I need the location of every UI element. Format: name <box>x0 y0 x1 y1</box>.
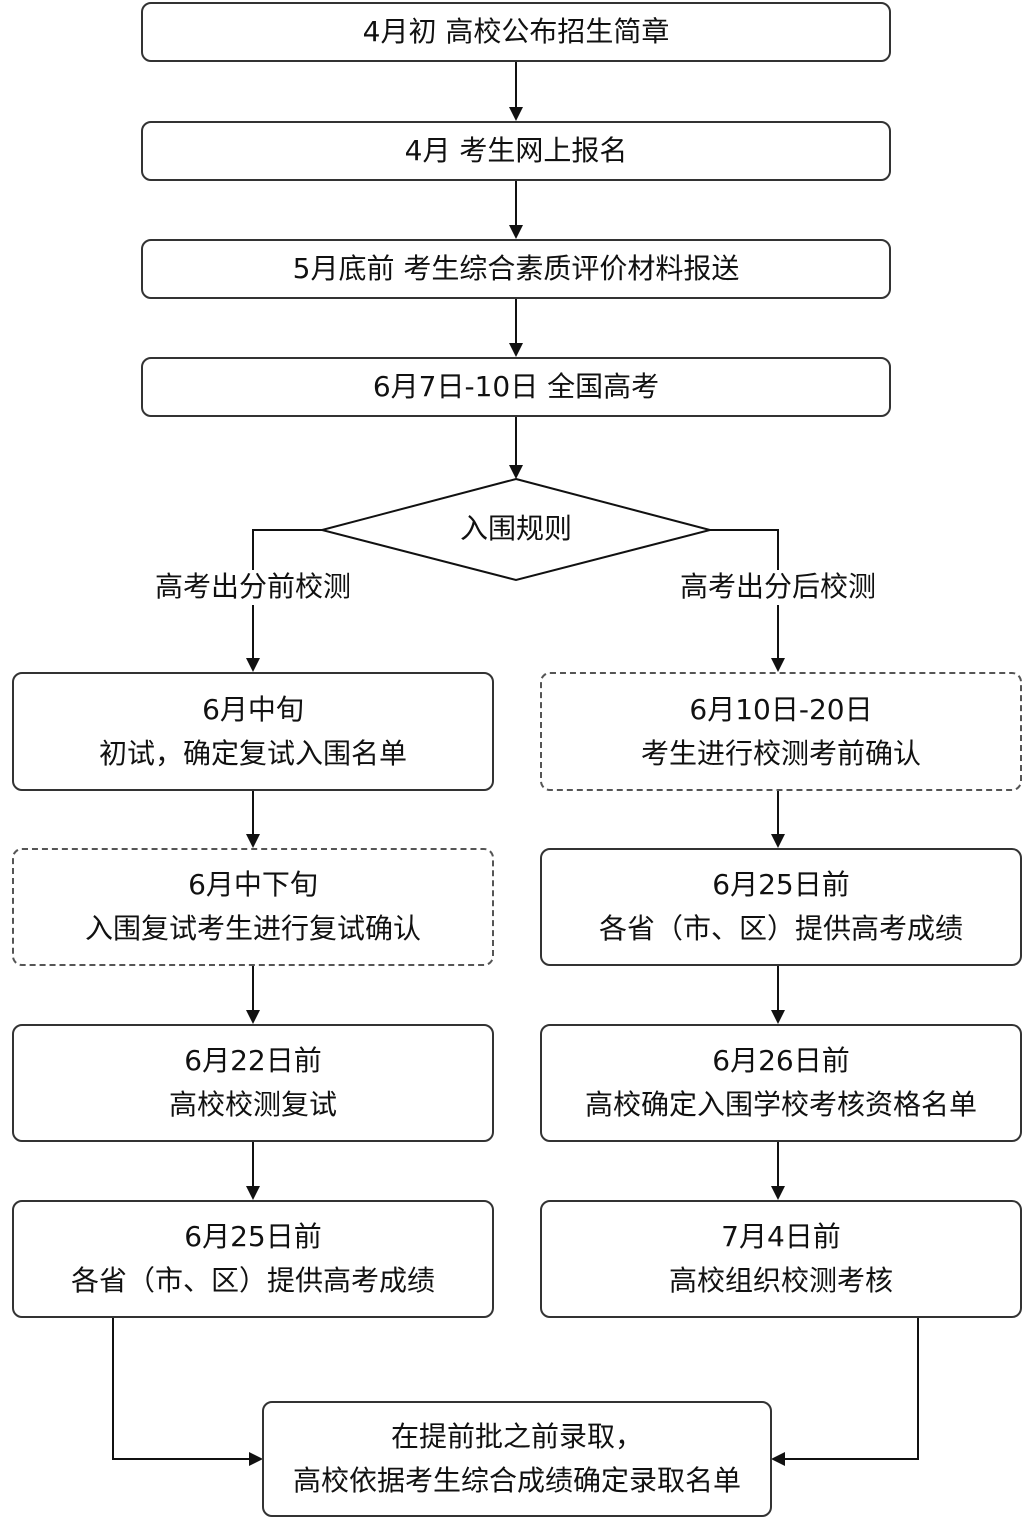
step-publish-brochure: 4月初 高校公布招生简章 <box>141 2 891 62</box>
arrow-l4-final <box>112 1318 263 1466</box>
step-online-registration: 4月 考生网上报名 <box>141 121 891 181</box>
decision-diamond <box>318 477 714 582</box>
right-step-1-date: 6月10日-20日 <box>689 692 873 726</box>
branch-right-line <box>710 529 779 570</box>
step-online-registration-text: 4月 考生网上报名 <box>404 134 628 167</box>
arrow-r4-final <box>771 1318 919 1466</box>
left-step-3-date: 6月22日前 <box>184 1044 322 1077</box>
decision-label: 入围规则 <box>459 512 572 545</box>
left-step-scores-provided: 6月25日前 各省（市、区）提供高考成绩 <box>12 1200 494 1318</box>
left-step-initial-test: 6月中旬 初试，确定复试入围名单 <box>12 672 494 791</box>
final-line-2: 高校依据考生综合成绩确定录取名单 <box>292 1464 741 1497</box>
right-step-1-desc: 考生进行校测考前确认 <box>640 736 921 770</box>
step-publish-brochure-text: 4月初 高校公布招生简章 <box>362 15 670 48</box>
step-materials-submission-text: 5月底前 考生综合素质评价材料报送 <box>292 252 740 285</box>
step-materials-submission: 5月底前 考生综合素质评价材料报送 <box>141 239 891 299</box>
left-step-1-date: 6月中旬 <box>202 692 304 726</box>
right-step-4-date: 7月4日前 <box>721 1220 841 1253</box>
branch-label-after-score: 高考出分后校测 <box>679 570 876 603</box>
right-step-3-desc: 高校确定入围学校考核资格名单 <box>584 1088 977 1121</box>
left-step-retest-confirm: 6月中下旬 入围复试考生进行复试确认 <box>12 848 494 966</box>
branch-left-line <box>252 529 322 570</box>
right-step-4-desc: 高校组织校测考核 <box>668 1264 893 1297</box>
step-national-exam-text: 6月7日-10日 全国高考 <box>372 370 660 403</box>
right-step-3-date: 6月26日前 <box>712 1044 850 1077</box>
left-step-1-desc: 初试，确定复试入围名单 <box>98 736 407 770</box>
left-step-3-desc: 高校校测复试 <box>168 1088 337 1121</box>
right-step-scores-provided: 6月25日前 各省（市、区）提供高考成绩 <box>540 848 1022 966</box>
branch-label-before-score: 高考出分前校测 <box>154 570 351 603</box>
right-step-pretest-confirm: 6月10日-20日 考生进行校测考前确认 <box>540 672 1022 791</box>
left-step-4-desc: 各省（市、区）提供高考成绩 <box>70 1264 435 1297</box>
right-step-2-desc: 各省（市、区）提供高考成绩 <box>598 912 963 945</box>
left-step-4-date: 6月25日前 <box>184 1220 322 1253</box>
right-step-qualification-list: 6月26日前 高校确定入围学校考核资格名单 <box>540 1024 1022 1142</box>
step-national-exam: 6月7日-10日 全国高考 <box>141 357 891 417</box>
right-step-assessment: 7月4日前 高校组织校测考核 <box>540 1200 1022 1318</box>
left-step-retest: 6月22日前 高校校测复试 <box>12 1024 494 1142</box>
left-step-2-desc: 入围复试考生进行复试确认 <box>84 912 421 945</box>
final-line-1: 在提前批之前录取， <box>390 1420 643 1453</box>
right-step-2-date: 6月25日前 <box>712 868 850 901</box>
left-step-2-date: 6月中下旬 <box>188 868 318 901</box>
final-admission: 在提前批之前录取， 高校依据考生综合成绩确定录取名单 <box>262 1401 772 1517</box>
